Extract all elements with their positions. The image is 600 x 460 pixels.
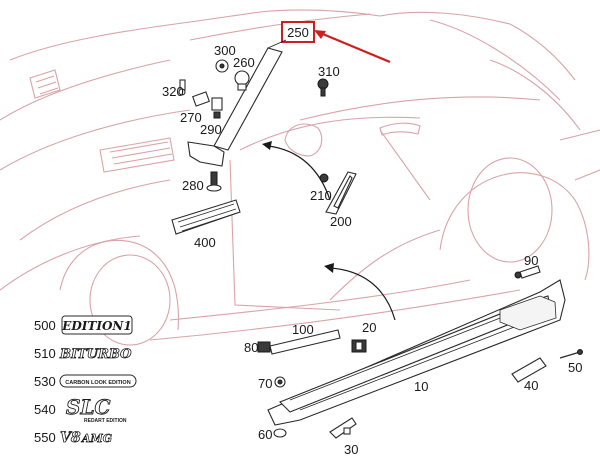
entrance-strip-100 [269, 329, 341, 355]
rivet-60 [273, 428, 287, 438]
callout-30: 30 [344, 442, 358, 457]
bolt-310 [317, 78, 329, 97]
callout-10: 10 [414, 379, 428, 394]
emblem-text-500: EDITION1 [61, 319, 131, 333]
callout-70: 70 [258, 376, 272, 391]
bracket-40 [511, 357, 547, 383]
guide-arrowhead-sill [324, 263, 334, 273]
callout-320: 320 [162, 84, 184, 99]
sill-cap-90 [514, 265, 541, 279]
emblem-text-510: BITURBO [59, 347, 132, 362]
bracket-30 [329, 417, 357, 439]
car-body-outline [0, 9, 600, 346]
side-skirt-10 [267, 279, 566, 426]
mirror-triangle-trim [325, 171, 357, 215]
clip-70 [274, 376, 286, 388]
callout-400: 400 [194, 235, 216, 250]
emblem-code-510: 510 [34, 346, 56, 361]
guide-arrowhead-mirror [262, 141, 272, 150]
a-pillar-trim [187, 47, 283, 167]
callout-280: 280 [182, 178, 204, 193]
emblem-suffix-550: AMG [81, 432, 112, 445]
callout-90: 90 [524, 253, 538, 268]
emblem-box-530 [59, 374, 137, 388]
screw-50 [559, 349, 583, 359]
callout-100: 100 [292, 322, 314, 337]
callout-20: 20 [362, 320, 376, 335]
callout-210: 210 [310, 188, 332, 203]
highlight-arrow [317, 30, 391, 64]
callout-box-250 [281, 21, 315, 43]
callout-80: 80 [244, 340, 258, 355]
callout-200: 200 [330, 214, 352, 229]
emblem-text-550: V8 [60, 430, 81, 446]
callout-310: 310 [318, 64, 340, 79]
callout-50: 50 [568, 360, 582, 375]
guide-arrow-sill [329, 267, 396, 321]
emblem-box-500 [61, 315, 133, 335]
emblem-code-500: 500 [34, 318, 56, 333]
callout-250: 250 [287, 25, 309, 40]
bracket-270 [192, 91, 210, 107]
callout-260: 260 [233, 55, 255, 70]
emblem-code-540: 540 [34, 402, 56, 417]
callout-300: 300 [214, 43, 236, 58]
clip-260 [234, 70, 250, 91]
emblem-subtext-540: REDART EDITION [84, 418, 127, 424]
emblem-text-530: CARBON LOOK EDITION [65, 380, 130, 386]
pin-320 [178, 79, 186, 96]
emblem-list: 500 EDITION1 510 BITURBO 530 CARBON LOOK… [34, 315, 137, 446]
screw-280 [206, 171, 222, 192]
guide-arrow-mirror [267, 145, 331, 201]
emblem-code-550: 550 [34, 430, 56, 445]
highlight-arrowhead [314, 30, 326, 39]
clip-290 [211, 97, 223, 119]
callout-40: 40 [524, 378, 538, 393]
clip-300 [215, 59, 229, 73]
clip-set-20 [351, 339, 367, 353]
callout-270: 270 [180, 110, 202, 125]
callout-290: 290 [200, 122, 222, 137]
clip-210 [319, 173, 329, 183]
bracket-80 [257, 341, 271, 353]
fender-vent-400 [171, 199, 241, 235]
callout-60: 60 [258, 427, 272, 442]
emblem-code-530: 530 [34, 374, 56, 389]
leader-250 [267, 39, 287, 49]
emblem-text-540: SLC [66, 395, 111, 419]
